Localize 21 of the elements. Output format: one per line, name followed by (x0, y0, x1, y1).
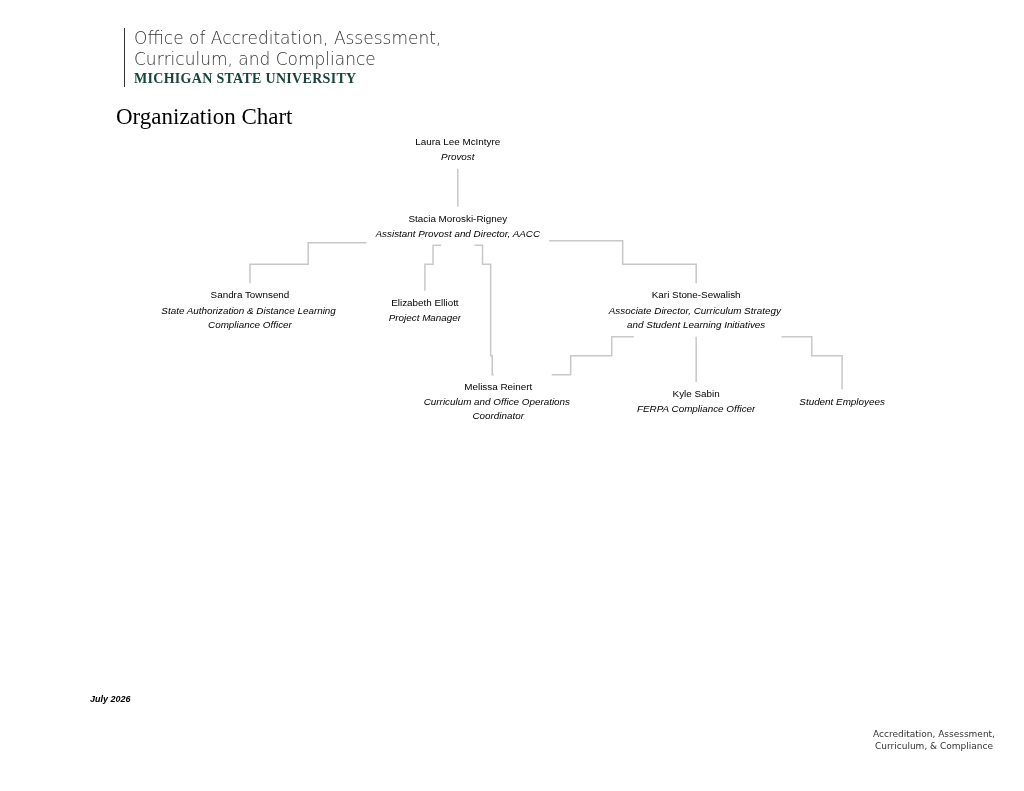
connector (473, 244, 495, 376)
connector (550, 335, 635, 376)
chart-title: Organization Chart (116, 104, 293, 130)
node-text: Laura Lee McIntyre Provost (415, 136, 501, 163)
connector (780, 335, 843, 391)
date-note: July 2026 (90, 694, 131, 704)
connector (457, 168, 459, 208)
node-text: Stacia Moroski-Rigney Assistant Provost and Director, AACC (375, 212, 541, 239)
node-text: Student Employees (799, 395, 885, 407)
office-caption: Accreditation, Assessment, Curriculum, & Compliance (872, 728, 996, 752)
connector (695, 335, 697, 383)
node-text: Melissa Reinert Curriculum and Office Operations Coordinator (423, 380, 571, 422)
connector (548, 239, 697, 284)
university-name: MICHIGAN STATE UNIVERSITY (134, 71, 358, 87)
connector (249, 242, 368, 284)
node-text: Sandra Townsend State Authorization & Distance Learning Compliance Officer (161, 289, 336, 331)
node-text: Elizabeth Elliott Project Manager (388, 296, 462, 323)
node-text: Kyle Sabin FERPA Compliance Officer (637, 388, 756, 415)
node-text: Kari Stone-Sewalish Associate Director, Curriculum Strategy and Student Learning Initiatives (608, 289, 781, 331)
office-name: Office of Accreditation, Assessment, Curriculum, and Compliance (134, 28, 443, 70)
connector (424, 244, 442, 292)
